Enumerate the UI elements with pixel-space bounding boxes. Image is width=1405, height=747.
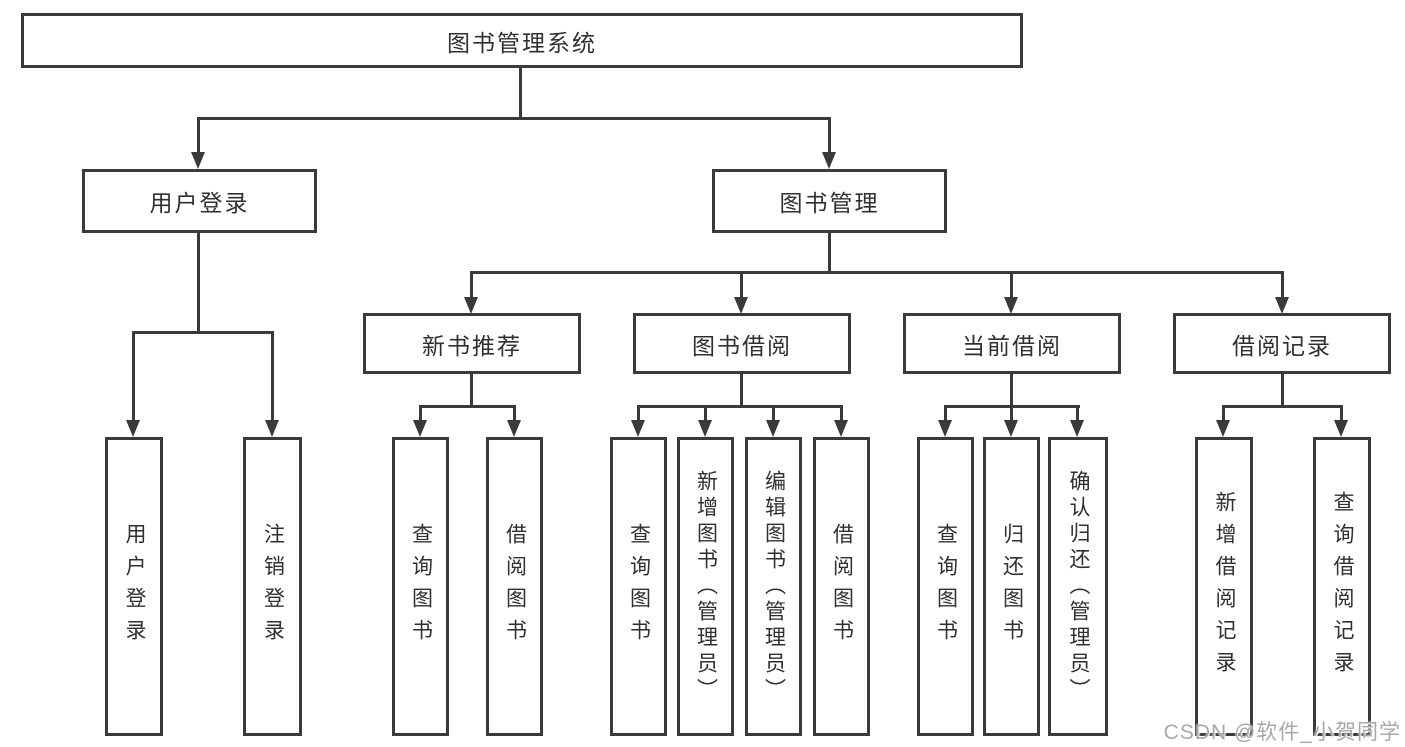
arrow-down-icon: [191, 152, 205, 169]
connector-line: [197, 117, 831, 120]
leaf-user-login: 用户登录: [105, 437, 163, 736]
leaf-borrow-book-label: 借阅图书: [830, 522, 854, 651]
connector-line: [1281, 271, 1284, 299]
arrow-down-icon: [464, 297, 478, 314]
leaf-confirm-return-admin: 确认归还（管理员）: [1048, 437, 1108, 736]
arrow-down-icon: [631, 420, 645, 437]
connector-line: [513, 405, 516, 423]
connector-line: [132, 331, 135, 421]
leaf-user-login-label: 用户登录: [123, 522, 146, 651]
connector-line: [1340, 405, 1343, 423]
node-book-management: 图书管理: [712, 169, 947, 233]
leaf-borrow-book-recommend-label: 借阅图书: [503, 522, 527, 651]
arrow-down-icon: [413, 420, 427, 437]
connector-line: [637, 405, 843, 408]
connector-line: [772, 405, 775, 423]
arrow-down-icon: [834, 420, 848, 437]
leaf-add-book-admin-label: 新增图书（管理员）: [694, 469, 718, 704]
leaf-edit-book-admin: 编辑图书（管理员）: [745, 437, 802, 736]
connector-line: [828, 233, 831, 274]
node-book-management-label: 图书管理: [779, 190, 880, 216]
leaf-edit-book-admin-label: 编辑图书（管理员）: [762, 469, 786, 704]
arrow-down-icon: [822, 152, 836, 169]
leaf-logout-label: 注销登录: [261, 522, 285, 651]
leaf-query-borrow-record: 查询借阅记录: [1313, 437, 1371, 736]
leaf-query-book-current: 查询图书: [917, 437, 974, 736]
arrow-down-icon: [1275, 297, 1289, 314]
leaf-query-book-recommend-label: 查询图书: [409, 522, 433, 651]
arrow-down-icon: [265, 420, 279, 437]
leaf-add-book-admin: 新增图书（管理员）: [677, 437, 734, 736]
arrow-down-icon: [1216, 420, 1230, 437]
node-user-login: 用户登录: [82, 169, 317, 233]
arrow-down-icon: [1070, 420, 1084, 437]
leaf-query-book-recommend: 查询图书: [392, 437, 449, 736]
connector-line: [1222, 405, 1343, 408]
node-borrow-records-label: 借阅记录: [1232, 332, 1332, 359]
arrow-down-icon: [507, 420, 521, 437]
leaf-query-book-borrow: 查询图书: [610, 437, 667, 736]
arrow-down-icon: [734, 297, 748, 314]
connector-line: [740, 374, 743, 408]
leaf-add-borrow-record: 新增借阅记录: [1195, 437, 1253, 736]
node-new-book-recommend: 新书推荐: [363, 313, 581, 374]
connector-line: [419, 405, 422, 423]
leaf-return-book: 归还图书: [983, 437, 1040, 736]
node-root: 图书管理系统: [21, 13, 1023, 68]
connector-line: [197, 117, 200, 154]
connector-line: [519, 68, 522, 119]
arrow-down-icon: [938, 420, 952, 437]
connector-line: [840, 405, 843, 423]
connector-line: [740, 271, 743, 299]
leaf-query-book-borrow-label: 查询图书: [627, 522, 651, 651]
connector-line: [197, 233, 200, 334]
node-new-book-recommend-label: 新书推荐: [422, 332, 522, 359]
connector-line: [470, 271, 1284, 274]
connector-line: [1222, 405, 1225, 423]
node-current-borrow-label: 当前借阅: [962, 332, 1062, 359]
node-current-borrow: 当前借阅: [903, 313, 1121, 374]
connector-line: [470, 271, 473, 299]
connector-line: [828, 117, 831, 154]
leaf-add-borrow-record-label: 新增借阅记录: [1213, 490, 1236, 683]
connector-line: [470, 374, 473, 408]
leaf-confirm-return-admin-label: 确认归还（管理员）: [1067, 469, 1090, 704]
arrow-down-icon: [766, 420, 780, 437]
connector-line: [1281, 374, 1284, 408]
arrow-down-icon: [1004, 420, 1018, 437]
connector-line: [1010, 271, 1013, 299]
leaf-query-book-current-label: 查询图书: [934, 522, 958, 651]
connector-line: [271, 331, 274, 421]
node-book-borrow-label: 图书借阅: [692, 332, 792, 359]
watermark: CSDN @软件_小贺同学: [1163, 721, 1401, 744]
connector-line: [419, 405, 516, 408]
connector-line: [637, 405, 640, 423]
leaf-borrow-book: 借阅图书: [813, 437, 870, 736]
node-user-login-label: 用户登录: [149, 190, 250, 216]
connector-line: [704, 405, 707, 423]
node-root-label: 图书管理系统: [447, 29, 597, 56]
arrow-down-icon: [126, 420, 140, 437]
arrow-down-icon: [1004, 297, 1018, 314]
arrow-down-icon: [1334, 420, 1348, 437]
leaf-query-borrow-record-label: 查询借阅记录: [1331, 490, 1354, 683]
leaf-return-book-label: 归还图书: [1000, 522, 1024, 651]
connector-line: [1010, 374, 1013, 408]
connector-line: [1010, 405, 1013, 423]
connector-line: [944, 405, 947, 423]
connector-line: [132, 331, 274, 334]
node-borrow-records: 借阅记录: [1173, 313, 1391, 374]
leaf-borrow-book-recommend: 借阅图书: [486, 437, 543, 736]
connector-line: [1076, 405, 1079, 423]
arrow-down-icon: [698, 420, 712, 437]
node-book-borrow: 图书借阅: [633, 313, 851, 374]
leaf-logout: 注销登录: [243, 437, 302, 736]
